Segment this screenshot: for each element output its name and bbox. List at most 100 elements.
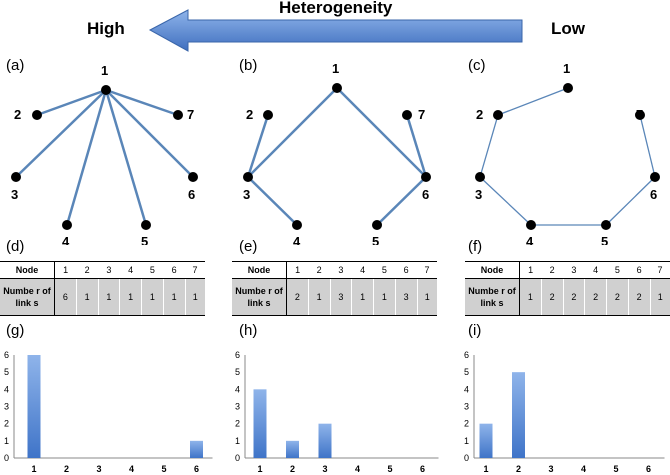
edge-1-3 — [247, 87, 338, 178]
table-node-cell: 4 — [584, 261, 607, 279]
node-label-3: 3 — [11, 187, 18, 202]
node-3 — [475, 172, 485, 182]
x-tick-label: 5 — [387, 464, 392, 474]
table-links-cell: 1 — [307, 278, 330, 316]
node-label-6: 6 — [650, 187, 657, 202]
y-tick-label: 6 — [4, 350, 9, 360]
bar — [190, 440, 203, 458]
y-tick-label: 4 — [235, 384, 240, 394]
panel-label-d: (d) — [6, 238, 25, 255]
x-tick-label: 5 — [613, 464, 618, 474]
node-7 — [635, 110, 645, 120]
x-tick-label: 3 — [548, 464, 553, 474]
x-tick-label: 2 — [64, 464, 69, 474]
table-node-cell: 4 — [119, 261, 142, 279]
node-3 — [11, 172, 21, 182]
x-tick-label: 6 — [646, 464, 651, 474]
edge-6-7 — [639, 114, 656, 178]
edge-1-2 — [497, 87, 569, 116]
x-tick-label: 4 — [581, 464, 586, 474]
node-2 — [263, 110, 273, 120]
edges-a — [15, 88, 194, 226]
table-node-cell: 3 — [330, 261, 352, 279]
bar — [286, 440, 299, 458]
x-tick-label: 2 — [290, 464, 295, 474]
y-tick-label: 1 — [4, 436, 9, 446]
x-tick-label: 1 — [483, 464, 488, 474]
table-links-cell: 1 — [649, 278, 670, 316]
table-links-cell: 2 — [562, 278, 585, 316]
node-label-4: 4 — [526, 234, 534, 245]
table-links-cell: 1 — [162, 278, 185, 316]
x-tick-label: 3 — [322, 464, 327, 474]
table-node-cell: 6 — [395, 261, 417, 279]
table-links-cell: 1 — [119, 278, 142, 316]
table-links-cell: 1 — [373, 278, 396, 316]
y-tick-label: 5 — [464, 367, 469, 377]
node-label-7: 7 — [636, 107, 643, 122]
table-links-cell: 1 — [416, 278, 437, 316]
table-links-cell: 2 — [286, 278, 309, 316]
edges-c — [479, 87, 656, 226]
heterogeneity-label: Heterogeneity — [279, 0, 393, 17]
node-label-4: 4 — [62, 234, 70, 245]
edge-1-2 — [36, 88, 107, 117]
high-label: High — [87, 19, 125, 38]
x-tick-label: 3 — [96, 464, 101, 474]
node-7 — [402, 110, 412, 120]
edge-1-3 — [15, 89, 107, 178]
table-links-cell: 2 — [584, 278, 607, 316]
node-6 — [421, 172, 431, 182]
edge-2-3 — [246, 114, 270, 178]
bar — [512, 372, 525, 458]
edge-5-6 — [376, 176, 427, 226]
y-tick-label: 6 — [235, 350, 240, 360]
node-label-3: 3 — [475, 187, 482, 202]
node-label-3: 3 — [243, 187, 250, 202]
node-5 — [141, 220, 151, 230]
y-tick-label: 0 — [4, 453, 9, 463]
y-tick-label: 3 — [235, 402, 240, 412]
graph-b: 1 2 3 4 5 6 7 — [243, 61, 431, 245]
node-label-5: 5 — [141, 234, 148, 245]
node-7 — [173, 110, 183, 120]
table-links-cell: 1 — [184, 278, 205, 316]
table-node-cell: 5 — [606, 261, 629, 279]
node-label-1: 1 — [563, 61, 570, 76]
y-tick-label: 6 — [464, 350, 469, 360]
node-1 — [101, 85, 111, 95]
y-tick-label: 4 — [4, 384, 9, 394]
table-node-cell: 6 — [163, 261, 185, 279]
table-links-cell: 1 — [519, 278, 542, 316]
y-tick-label: 3 — [4, 402, 9, 412]
graph-a: 1 2 3 4 5 6 7 — [11, 63, 198, 245]
heterogeneity-arrow-icon — [148, 9, 523, 52]
x-tick-label: 4 — [355, 464, 360, 474]
y-tick-label: 3 — [464, 402, 469, 412]
y-tick-label: 2 — [235, 419, 240, 429]
bar — [479, 423, 493, 458]
x-tick-label: 6 — [194, 464, 199, 474]
x-tick-label: 1 — [257, 464, 262, 474]
panel-label-a: (a) — [6, 57, 25, 74]
table-links-cell: 1 — [351, 278, 374, 316]
table-node-cell: 5 — [141, 261, 164, 279]
edge-2-3 — [479, 114, 499, 178]
node-4 — [62, 220, 72, 230]
bar — [27, 355, 41, 458]
node-1 — [563, 83, 573, 93]
node-3 — [243, 172, 253, 182]
node-4 — [526, 220, 536, 230]
x-tick-label: 4 — [129, 464, 134, 474]
table-links-cell: 3 — [394, 278, 417, 316]
edge-1-4 — [65, 89, 108, 226]
x-tick-label: 1 — [31, 464, 36, 474]
x-tick-label: 6 — [420, 464, 425, 474]
table-links-cell: 3 — [329, 278, 352, 316]
table-node-cell: 2 — [308, 261, 330, 279]
node-label-2: 2 — [476, 107, 483, 122]
table-node-cell: 6 — [628, 261, 650, 279]
x-tick-label: 2 — [516, 464, 521, 474]
table-node-cell: 2 — [541, 261, 563, 279]
